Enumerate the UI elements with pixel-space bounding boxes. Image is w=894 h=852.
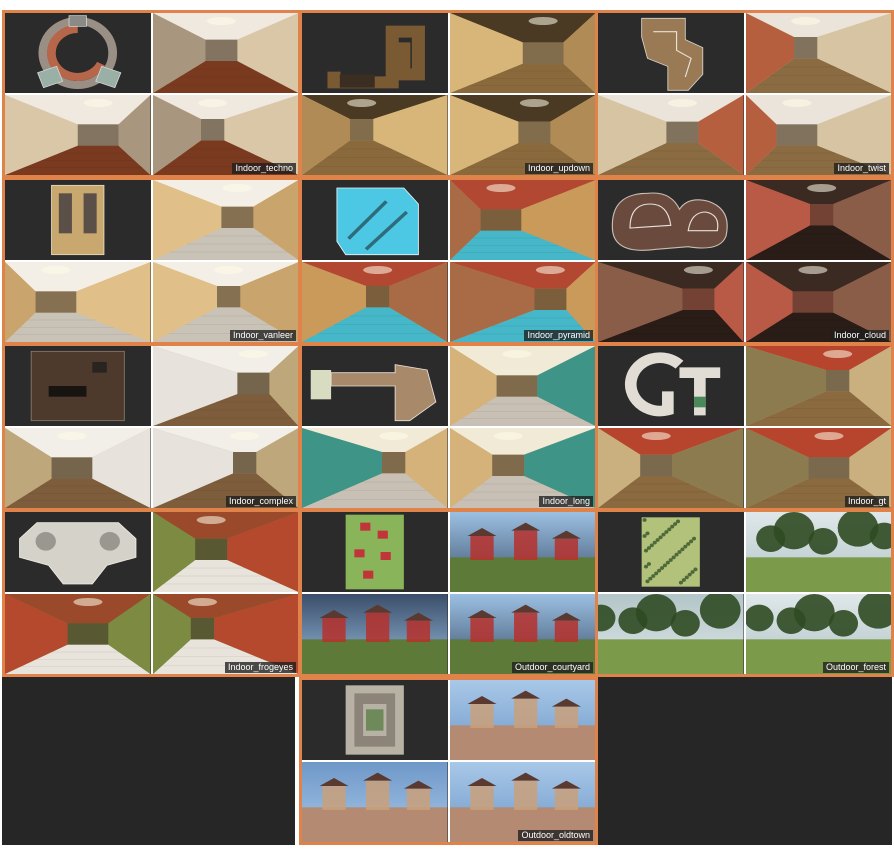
scene-block: Indoor_pyramid bbox=[299, 177, 598, 345]
scene-name-label: Indoor_techno bbox=[232, 163, 296, 174]
scene-name-label: Outdoor_courtyard bbox=[511, 662, 593, 673]
scene-view-thumbnail bbox=[449, 13, 595, 93]
scene-map-thumbnail bbox=[598, 512, 744, 592]
scene-view-thumbnail bbox=[302, 762, 448, 842]
scene-view-thumbnail bbox=[449, 262, 595, 342]
scene-map-thumbnail bbox=[5, 13, 151, 93]
scene-name-label: Indoor_updown bbox=[524, 163, 593, 174]
scene-view-thumbnail bbox=[449, 680, 595, 760]
scene-name-label: Indoor_cloud bbox=[830, 330, 889, 341]
scene-name-label: Indoor_gt bbox=[844, 496, 889, 507]
scene-name-label: Indoor_pyramid bbox=[524, 330, 593, 341]
scene-map-thumbnail bbox=[302, 512, 448, 592]
scene-map-thumbnail bbox=[5, 512, 151, 592]
scene-view-thumbnail bbox=[152, 13, 298, 93]
scene-block: Outdoor_oldtown bbox=[299, 677, 598, 845]
scene-view-thumbnail bbox=[745, 262, 891, 342]
scene-map-thumbnail bbox=[302, 346, 448, 426]
scene-view-thumbnail bbox=[598, 594, 744, 674]
scene-block: Indoor_updown bbox=[299, 10, 598, 178]
scene-map-thumbnail bbox=[598, 13, 744, 93]
scene-name-label: Indoor_frogeyes bbox=[224, 662, 296, 673]
scene-name-label: Indoor_vanleer bbox=[229, 330, 296, 341]
scene-view-thumbnail bbox=[5, 262, 151, 342]
scene-map-thumbnail bbox=[598, 180, 744, 260]
scene-view-thumbnail bbox=[598, 262, 744, 342]
scene-view-thumbnail bbox=[745, 512, 891, 592]
scene-view-thumbnail bbox=[449, 95, 595, 175]
scene-map-thumbnail bbox=[5, 180, 151, 260]
scene-block: Indoor_twist bbox=[595, 10, 894, 178]
scene-view-thumbnail bbox=[449, 346, 595, 426]
scene-name-label: Indoor_complex bbox=[225, 496, 296, 507]
scene-name-label: Indoor_long bbox=[539, 496, 593, 507]
scene-map-thumbnail bbox=[5, 346, 151, 426]
scene-block: Indoor_long bbox=[299, 343, 598, 511]
scene-view-thumbnail bbox=[302, 428, 448, 508]
scene-view-thumbnail bbox=[598, 95, 744, 175]
scene-view-thumbnail bbox=[745, 346, 891, 426]
scene-view-thumbnail bbox=[152, 594, 298, 674]
scene-view-thumbnail bbox=[152, 95, 298, 175]
scene-view-thumbnail bbox=[5, 428, 151, 508]
scene-view-thumbnail bbox=[302, 95, 448, 175]
scene-view-thumbnail bbox=[745, 594, 891, 674]
scene-name-label: Indoor_twist bbox=[834, 163, 889, 174]
scene-block: Indoor_vanleer bbox=[2, 177, 301, 345]
scene-view-thumbnail bbox=[302, 262, 448, 342]
scene-block: Indoor_cloud bbox=[595, 177, 894, 345]
scene-block: Outdoor_forest bbox=[595, 509, 894, 677]
scene-block: Indoor_gt bbox=[595, 343, 894, 511]
scene-view-thumbnail bbox=[745, 180, 891, 260]
empty-slot bbox=[2, 677, 295, 845]
scene-name-label: Outdoor_oldtown bbox=[518, 830, 593, 841]
scene-view-thumbnail bbox=[5, 594, 151, 674]
scene-view-thumbnail bbox=[745, 13, 891, 93]
scene-name-label: Outdoor_forest bbox=[822, 662, 889, 673]
scene-map-thumbnail bbox=[302, 680, 448, 760]
scene-view-thumbnail bbox=[152, 346, 298, 426]
scene-map-thumbnail bbox=[302, 180, 448, 260]
scene-view-thumbnail bbox=[449, 512, 595, 592]
scene-view-thumbnail bbox=[5, 95, 151, 175]
scene-map-thumbnail bbox=[598, 346, 744, 426]
scene-view-thumbnail bbox=[152, 428, 298, 508]
scene-map-thumbnail bbox=[302, 13, 448, 93]
scene-block: Indoor_techno bbox=[2, 10, 301, 178]
scene-block: Indoor_frogeyes bbox=[2, 509, 301, 677]
scene-block: Indoor_complex bbox=[2, 343, 301, 511]
scene-view-thumbnail bbox=[745, 95, 891, 175]
scene-view-thumbnail bbox=[152, 512, 298, 592]
scene-view-thumbnail bbox=[449, 762, 595, 842]
scene-block: Outdoor_courtyard bbox=[299, 509, 598, 677]
scene-view-thumbnail bbox=[598, 428, 744, 508]
scene-view-thumbnail bbox=[449, 180, 595, 260]
scene-view-thumbnail bbox=[152, 180, 298, 260]
scene-view-thumbnail bbox=[302, 594, 448, 674]
empty-slot bbox=[595, 677, 892, 845]
scene-view-thumbnail bbox=[745, 428, 891, 508]
scene-view-thumbnail bbox=[152, 262, 298, 342]
